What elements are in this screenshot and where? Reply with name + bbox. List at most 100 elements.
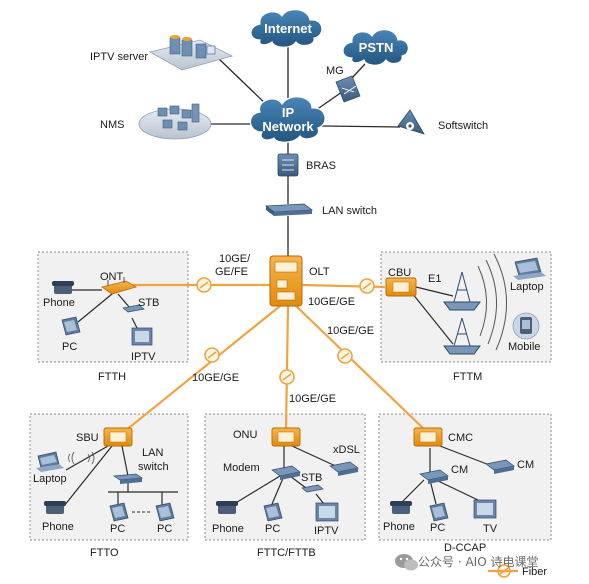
link-label-fttm-1: 10GE/GE (308, 296, 355, 308)
fiber-marker (359, 278, 375, 294)
olt-label: OLT (309, 266, 330, 278)
onu-label: ONU (233, 429, 258, 441)
fiber-legend-label: Fiber (522, 566, 547, 578)
bras-icon (277, 153, 299, 177)
fttc-xdsl-label: xDSL (333, 444, 360, 456)
mg-icon (335, 75, 361, 103)
iptv-server-label: IPTV server (90, 51, 148, 63)
fttc-iptv-icon (315, 502, 339, 522)
fttm-laptop-icon (513, 257, 546, 280)
softswitch-label: Softswitch (438, 120, 488, 132)
wechat-icon (395, 554, 418, 571)
dccap-region (378, 413, 552, 541)
fttc-phone-label: Phone (212, 523, 244, 535)
internet-label: Internet (264, 21, 312, 36)
cmc-label: CMC (448, 432, 473, 444)
ftth-phone-label: Phone (43, 297, 75, 309)
ftto-phone-icon (44, 501, 66, 514)
dccap-links (399, 445, 493, 505)
lan-switch-icon (264, 203, 314, 216)
ftto-pc1-icon (109, 502, 129, 522)
ftto-phone-label: Phone (42, 521, 74, 533)
radio-waves-icon (477, 253, 507, 351)
fttc-stb-label: STB (301, 472, 322, 484)
ftto-lan-switch-icon (112, 473, 144, 484)
fiber-marker (196, 277, 212, 293)
ftth-stb-icon (122, 304, 145, 313)
wifi-waves-icon (68, 451, 95, 465)
ftth-iptv-icon (131, 327, 153, 346)
cm1-icon (419, 469, 449, 484)
cm2-label: CM (517, 459, 534, 471)
fttc-xdsl-icon (329, 461, 359, 476)
tower-icon-2 (443, 317, 481, 355)
ont-label: ONT (100, 271, 124, 283)
ftth-title: FTTH (98, 371, 126, 383)
dccap-title: D-CCAP (444, 542, 486, 554)
internet-cloud: Internet (250, 9, 323, 48)
olt-icon (269, 255, 303, 307)
cbu-icon (385, 277, 417, 297)
fttc-title: FTTC/FTTB (257, 547, 316, 559)
ftto-pc2-label: PC (157, 523, 172, 535)
fttm-laptop-label: Laptop (510, 281, 544, 293)
fttc-modem-icon (271, 465, 301, 480)
dccap-pc-icon (429, 502, 449, 522)
ftth-pc-icon (61, 316, 81, 336)
iptv-server-icon (148, 35, 234, 71)
dccap-tv-icon (473, 499, 497, 519)
ont-icon (101, 277, 137, 295)
ftth-region (37, 251, 189, 363)
core-links (200, 44, 401, 256)
cm2-icon (485, 459, 515, 474)
pstn-label: PSTN (359, 40, 394, 55)
ftth-pc-label: PC (62, 341, 77, 353)
ftto-lan-switch-label-1: LAN (142, 447, 163, 459)
ip-network-cloud: IP Network (249, 96, 326, 143)
cbu-label: CBU (388, 267, 411, 279)
fiber-markers (196, 277, 511, 578)
ip-network-label-2: Network (262, 119, 314, 134)
ftth-iptv-label: IPTV (131, 351, 156, 363)
cmc-icon (413, 427, 443, 447)
ftto-laptop-icon (36, 451, 64, 472)
link-label-ftth-2: GE/FE (215, 266, 248, 278)
ftto-links (63, 445, 178, 507)
fttc-modem-label: Modem (223, 462, 260, 474)
fttm-mobile-label: Mobile (508, 341, 540, 353)
onu-icon (271, 427, 301, 447)
sbu-icon (103, 427, 133, 447)
nms-icon (138, 103, 212, 140)
ftto-pc1-label: PC (110, 523, 125, 535)
ip-network-label-1: IP (282, 105, 295, 120)
dccap-pc-label: PC (430, 522, 445, 534)
fttm-links (411, 286, 454, 345)
watermark-text: 公众号 · AIO 诗电课堂 (418, 555, 538, 569)
fttm-mobile-icon (512, 312, 540, 340)
fttc-phone-icon (216, 501, 238, 514)
softswitch-icon (397, 109, 425, 135)
link-label-ftth-1: 10GE/ (219, 253, 251, 265)
tower-icon-1 (443, 271, 481, 311)
fttc-stb-icon (301, 484, 324, 493)
lan-switch-label: LAN switch (322, 205, 377, 217)
dccap-phone-icon (390, 501, 412, 514)
mg-label: MG (326, 65, 344, 77)
pstn-cloud: PSTN (342, 29, 409, 66)
fttc-pc-label: PC (265, 523, 280, 535)
ftto-laptop-label: Laptop (33, 473, 67, 485)
link-label-ftto: 10GE/GE (192, 372, 239, 384)
fttm-title: FTTM (453, 371, 482, 383)
fiber-marker (337, 348, 353, 364)
ftth-phone-icon (52, 281, 74, 294)
fttc-links (233, 445, 341, 505)
sbu-label: SBU (76, 432, 99, 444)
fttc-iptv-label: IPTV (314, 525, 339, 537)
fiber-marker (279, 369, 295, 385)
ftto-pc2-icon (155, 502, 175, 522)
dccap-phone-label: Phone (383, 521, 415, 533)
e1-label: E1 (428, 273, 441, 285)
link-label-fttc: 10GE/GE (289, 393, 336, 405)
link-label-fttm-2: 10GE/GE (327, 325, 374, 337)
